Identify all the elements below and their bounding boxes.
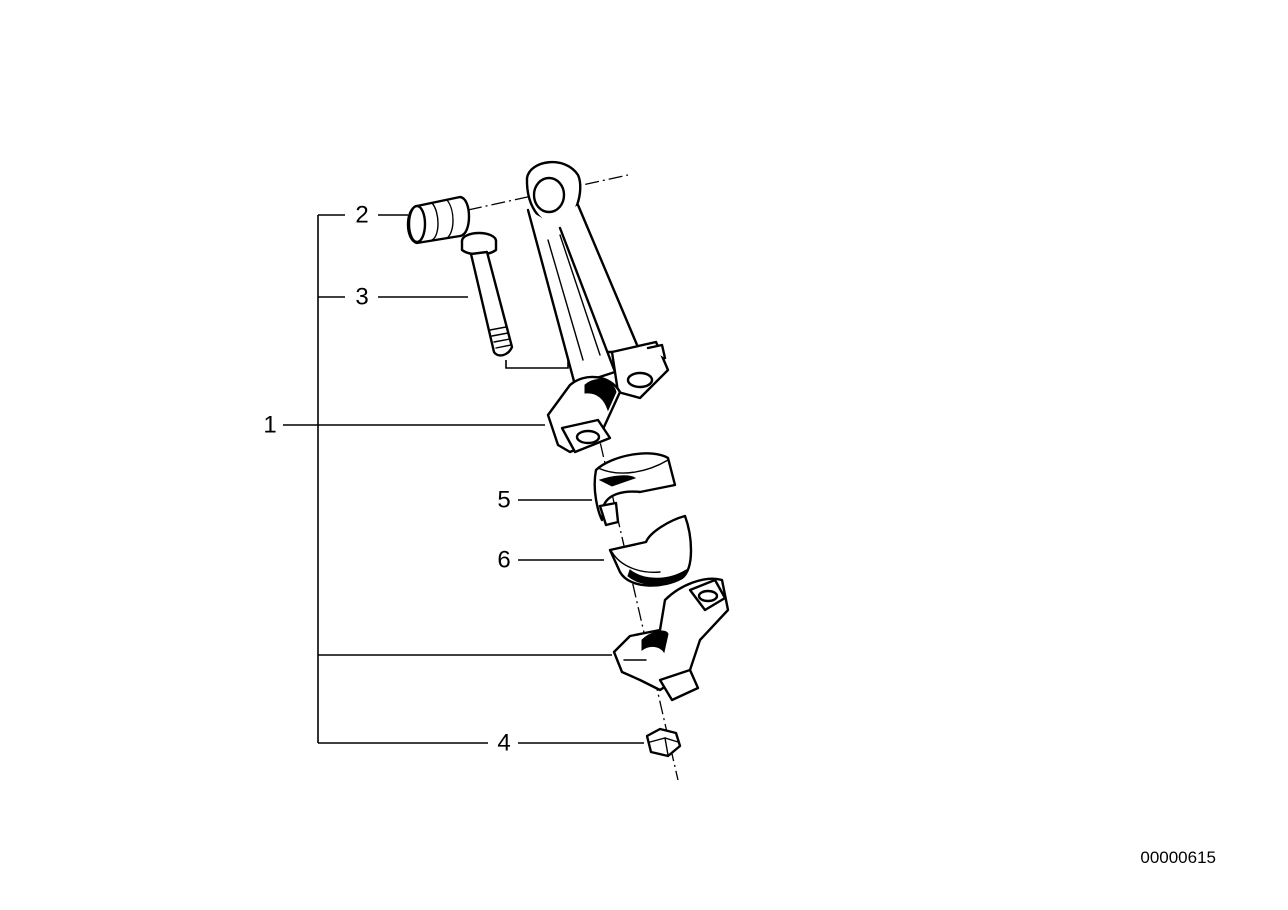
connecting-rod-icon: [525, 160, 670, 454]
assembly-bracket: [317, 214, 612, 744]
callout-6: 6: [497, 547, 510, 574]
hex-nut-icon: [645, 727, 682, 758]
lower-bearing-shell-icon: [608, 514, 693, 587]
bolt-to-rod-leader: [505, 352, 569, 369]
callout-2: 2: [355, 202, 368, 229]
upper-bearing-shell-icon: [593, 452, 677, 527]
bolt-icon: [460, 231, 514, 357]
bushing-icon: [406, 195, 471, 245]
rod-cap-icon: [612, 577, 730, 702]
callout-1: 1: [263, 412, 276, 439]
callout-3: 3: [355, 284, 368, 311]
callout-5: 5: [497, 487, 510, 514]
callout-4: 4: [497, 730, 510, 757]
document-number: 00000615: [1140, 848, 1216, 867]
